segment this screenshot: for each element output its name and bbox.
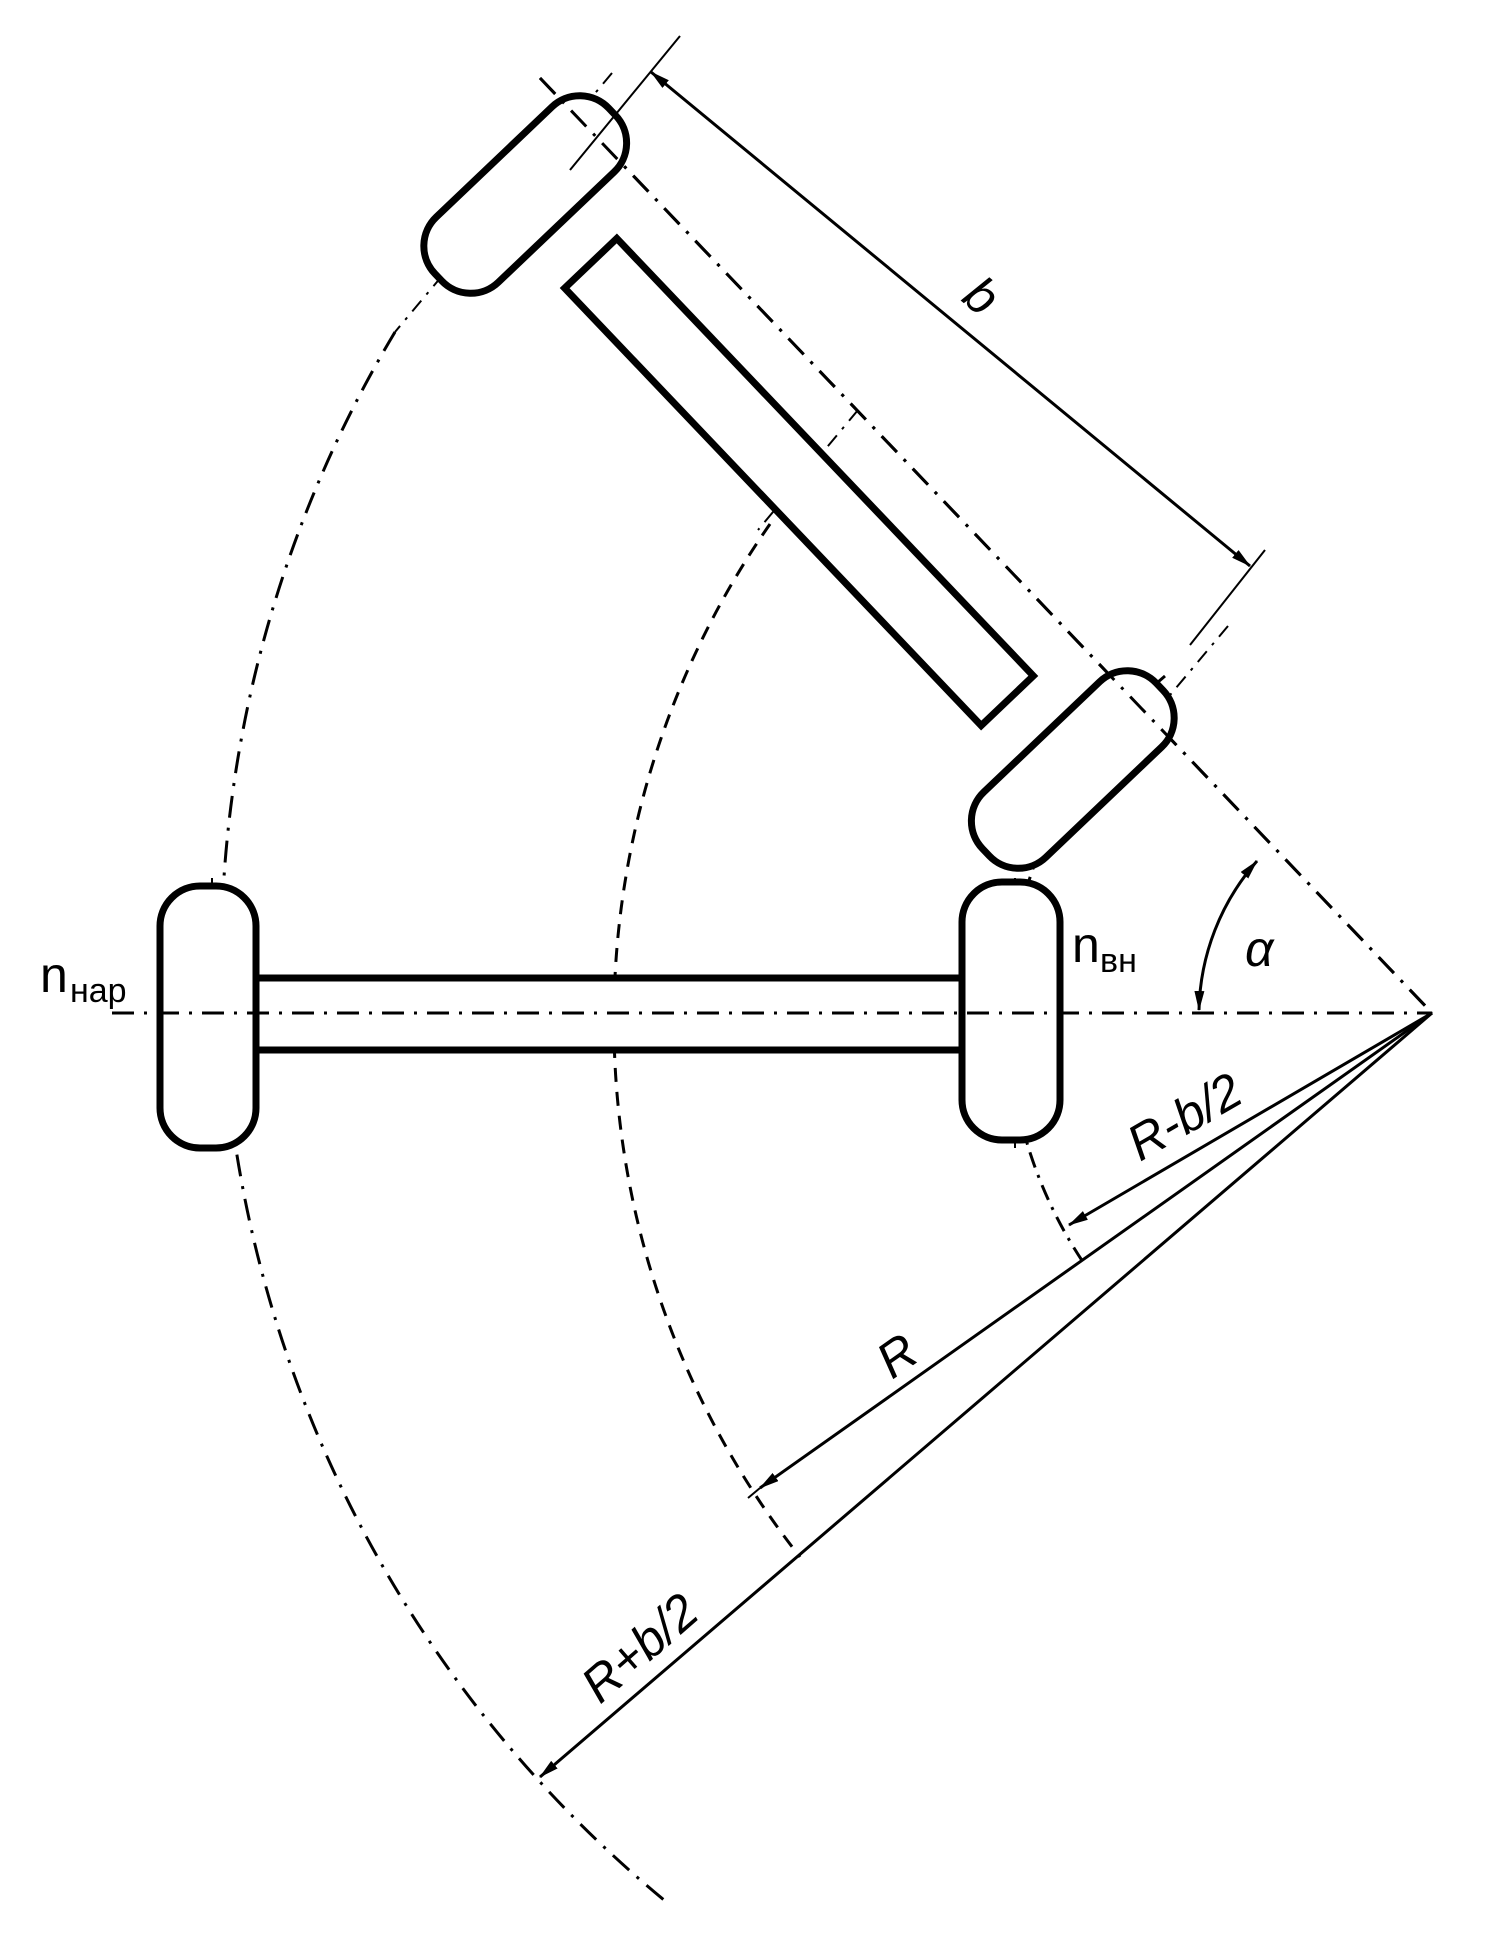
angle-indicator xyxy=(1194,860,1259,1011)
front-outer-wheel xyxy=(420,92,631,297)
outer-arc xyxy=(219,331,665,1902)
mean-radius-ext xyxy=(747,1487,761,1499)
rear-outer-wheel xyxy=(156,882,260,1152)
inner-radius-line xyxy=(1068,1011,1433,1227)
label-n-outer-sub: нар xyxy=(70,972,127,1010)
dim-ext-top xyxy=(569,35,681,171)
outer-radius-line xyxy=(539,1011,1433,1779)
front-axle xyxy=(420,92,1178,872)
angle-arc xyxy=(1194,860,1259,1011)
front-inner-wheel xyxy=(967,667,1178,872)
dim-line-b xyxy=(650,70,1251,568)
radius-lines xyxy=(539,1011,1433,1779)
label-n-inner-main: n xyxy=(1072,917,1100,973)
label-mean-radius: R xyxy=(866,1322,928,1389)
label-n-inner-sub: вн xyxy=(1100,942,1137,980)
rear-axle xyxy=(156,878,1064,1152)
label-alpha: α xyxy=(1245,921,1275,977)
label-n-outer: n нар xyxy=(40,947,127,1010)
front-axle-centerline-overlay xyxy=(538,76,1434,1015)
mean-radius-line xyxy=(759,1011,1433,1490)
track-width-dimension xyxy=(569,35,1266,646)
label-b: b xyxy=(953,266,1010,327)
label-outer-radius: R+b/2 xyxy=(570,1582,709,1713)
label-n-outer-main: n xyxy=(40,947,68,1003)
dim-ext-bottom xyxy=(1189,549,1266,646)
label-n-inner: n вн xyxy=(1072,917,1137,980)
rear-inner-wheel xyxy=(958,878,1064,1144)
